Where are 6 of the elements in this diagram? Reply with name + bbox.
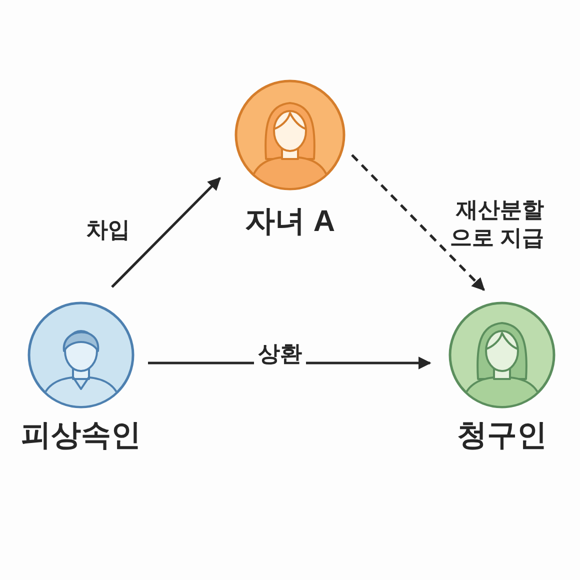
person-name: 자녀 A xyxy=(244,204,336,240)
arrow xyxy=(351,154,485,291)
person-name: 피상속인 xyxy=(20,418,142,454)
edge-label: 재산분할 으로 지급 xyxy=(448,196,545,252)
arrow xyxy=(111,177,221,288)
person-name: 청구인 xyxy=(456,418,548,454)
